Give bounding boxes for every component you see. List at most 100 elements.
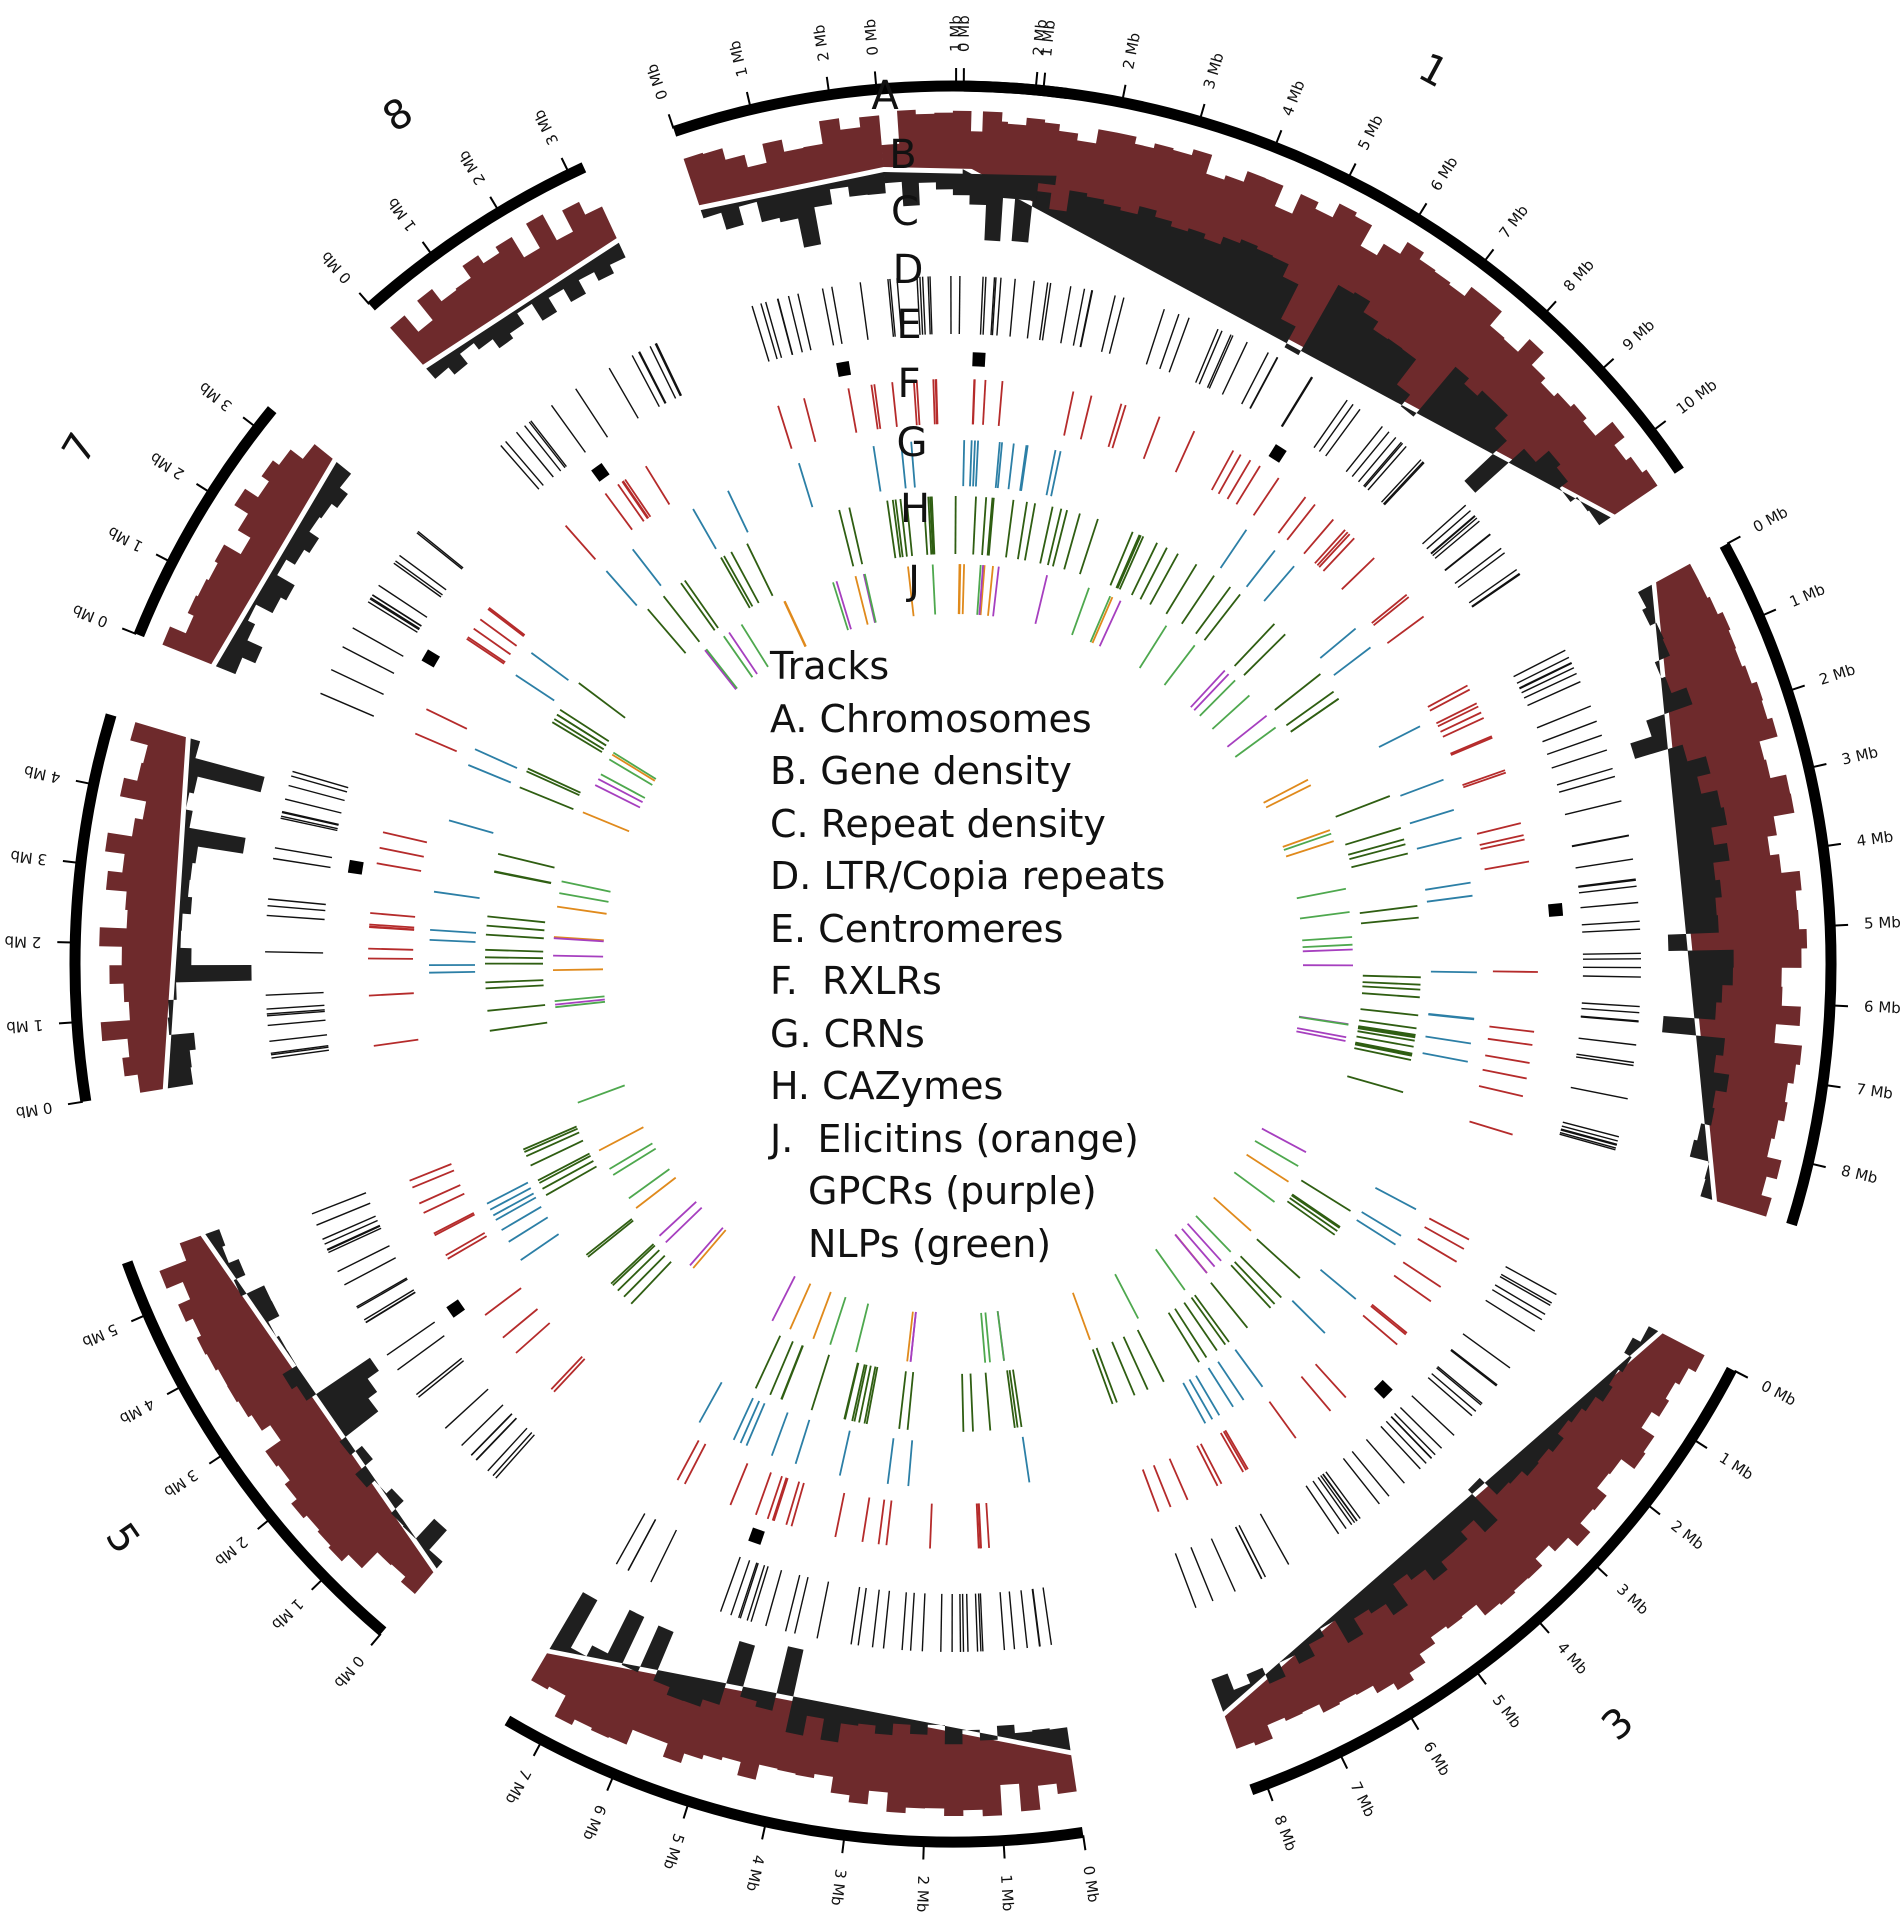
rxlr-mark	[1235, 465, 1261, 505]
crn-mark	[1020, 445, 1029, 492]
ltr-copia-mark	[871, 1589, 880, 1648]
cazyme-mark	[1234, 1261, 1276, 1305]
rxlr-mark	[1440, 711, 1482, 733]
gpcr-mark	[1226, 714, 1268, 748]
rxlr-mark	[1314, 529, 1346, 564]
ltr-copia-mark	[979, 276, 984, 335]
rxlr-mark	[1141, 1469, 1160, 1513]
ltr-copia-mark	[1578, 878, 1636, 887]
ltr-copia-mark	[649, 345, 677, 399]
rxlr-mark	[997, 381, 1004, 426]
ltr-copia-mark	[631, 355, 660, 408]
ltr-copia-mark	[1454, 547, 1502, 584]
cazyme-mark	[865, 1366, 879, 1425]
chromosome-ideograms	[57, 68, 1849, 1860]
rxlr-mark	[1111, 404, 1127, 449]
elicitin-mark	[1213, 1196, 1252, 1232]
crn-mark	[1263, 565, 1295, 602]
ltr-copia-mark	[1551, 749, 1608, 769]
tick-label: 9 Mb	[1619, 316, 1658, 354]
rxlr-mark	[935, 379, 939, 425]
chromosome-7-tick	[155, 553, 170, 563]
cazyme-mark	[838, 509, 855, 567]
cazyme-mark	[538, 1155, 592, 1184]
tick-label: 6 Mb	[579, 1802, 610, 1843]
chromosome-2-tick	[1825, 842, 1842, 847]
tick-label: 1 Mb	[1716, 1449, 1757, 1484]
ltr-copia-mark	[1168, 317, 1190, 373]
cazyme-mark	[1047, 508, 1063, 566]
ltr-copia-mark	[1249, 356, 1278, 409]
ltr-copia-mark	[271, 1049, 329, 1059]
rxlr-mark	[423, 1192, 465, 1214]
ltr-copia-mark	[269, 1034, 328, 1042]
cazyme-mark	[1345, 827, 1402, 846]
cazyme-mark	[1095, 1347, 1118, 1403]
ltr-copia-mark	[320, 692, 375, 717]
ltr-copia-mark	[393, 562, 442, 598]
nlp-mark	[608, 758, 653, 786]
rxlr-mark	[766, 1475, 783, 1520]
chromosome-1-tick	[1545, 300, 1557, 314]
rxlr-mark	[985, 1502, 990, 1548]
track-label-a: A	[871, 73, 899, 119]
cazyme-mark	[1285, 690, 1335, 727]
ltr-copia-mark	[281, 810, 339, 826]
chromosome-6-tick	[75, 779, 91, 785]
rxlr-mark	[447, 1235, 488, 1260]
rxlr-mark	[1152, 1464, 1172, 1508]
tick-label: 1 Mb	[997, 1874, 1017, 1912]
elicitin-mark	[961, 564, 965, 615]
cazyme-mark	[853, 1364, 868, 1422]
cazyme-mark	[1136, 1329, 1165, 1383]
cazyme-mark	[559, 709, 610, 743]
ltr-copia-mark	[1041, 282, 1052, 341]
crn-mark	[994, 442, 1001, 488]
tick-label: 7 Mb	[1347, 1779, 1379, 1820]
cazyme-mark	[1111, 1341, 1136, 1396]
elicitin-mark	[958, 564, 962, 615]
gpcr-mark	[835, 581, 852, 630]
gene-density-chr8	[390, 201, 617, 365]
ltr-copia-mark	[1560, 1128, 1618, 1145]
chromosome-1-tick	[1601, 357, 1615, 370]
ltr-copia-mark	[1468, 569, 1518, 604]
repeat-density-chr1	[962, 169, 1611, 526]
ltr-copia-mark	[274, 847, 333, 859]
ltr-copia-mark	[1198, 330, 1223, 385]
ltr-copia-mark	[991, 277, 997, 336]
cazyme-mark	[1274, 673, 1321, 711]
tick-label: 0 Mb	[15, 1098, 54, 1122]
rxlr-mark	[1386, 615, 1425, 644]
ltr-copia-mark	[776, 298, 793, 355]
ltr-copia-mark	[270, 1045, 329, 1054]
tick-label: 2 Mb	[913, 1875, 932, 1912]
ltr-copia-mark	[1582, 928, 1641, 933]
ltr-copia-mark	[1190, 1547, 1214, 1602]
nlp-mark	[829, 1296, 847, 1345]
elicitin-mark	[1091, 596, 1114, 644]
ltr-copia-mark	[794, 1576, 809, 1634]
ltr-copia-mark	[1575, 858, 1634, 869]
legend-item-repeat-density: C. Repeat density	[770, 801, 1106, 846]
ltr-copia-mark	[371, 594, 422, 627]
nlp-mark	[996, 1310, 1005, 1361]
cazyme-mark	[780, 1345, 804, 1400]
tick-label: 7 Mb	[1496, 202, 1533, 242]
gene-density-chr10	[881, 109, 1061, 171]
tick-label: 0 Mb	[70, 601, 111, 631]
nlp-mark	[1114, 1273, 1139, 1319]
gpcr-mark	[992, 566, 1000, 617]
rxlr-mark	[1217, 454, 1242, 495]
legend-item-crns: G. CRNs	[770, 1011, 925, 1056]
elicitin-mark	[1285, 840, 1334, 858]
rxlr-mark	[1300, 1376, 1332, 1412]
cazyme-mark	[623, 1254, 666, 1298]
legend-item-rxlrs: F. RXLRs	[770, 959, 942, 1003]
rxlr-mark	[1482, 1068, 1527, 1080]
tick-label: 0 Mb	[861, 18, 882, 56]
ltr-copia-mark	[1518, 661, 1572, 689]
chromosome-3-tick	[1693, 1439, 1708, 1449]
ltr-copia-mark	[324, 1219, 378, 1245]
cazyme-mark	[930, 496, 936, 555]
